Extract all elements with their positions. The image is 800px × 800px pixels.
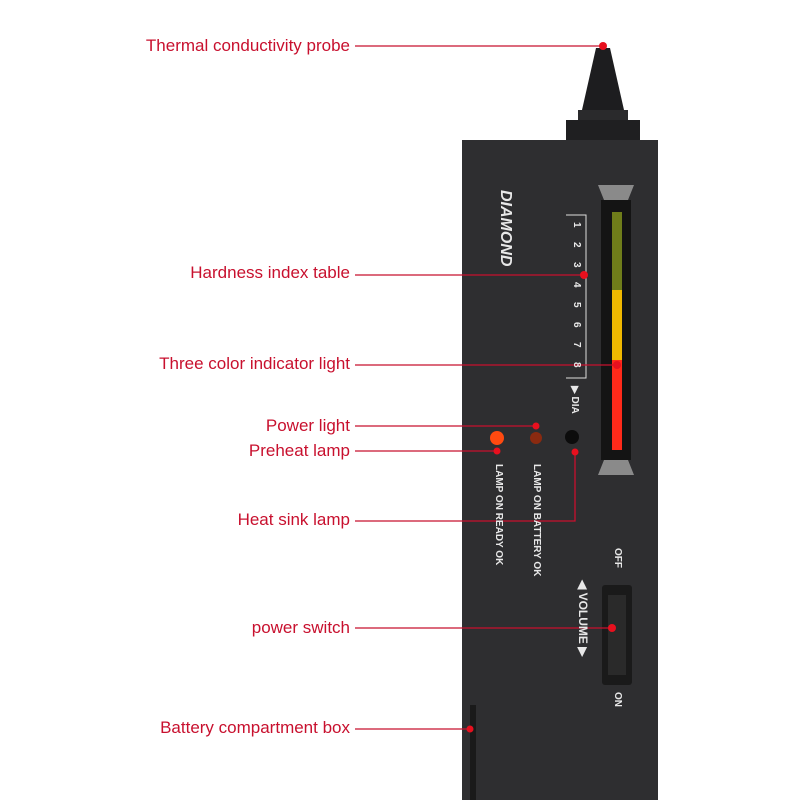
label-battery: Battery compartment box bbox=[160, 718, 350, 737]
label-switch: power switch bbox=[251, 618, 350, 637]
brand-text: DIAMOND bbox=[497, 190, 514, 267]
label-hardness: Hardness index table bbox=[190, 263, 350, 282]
scale-number: 5 bbox=[571, 302, 582, 308]
label-probe: Thermal conductivity probe bbox=[145, 36, 350, 55]
led-yellow bbox=[612, 290, 622, 360]
led-green bbox=[612, 212, 622, 290]
probe-collar bbox=[578, 110, 628, 120]
heat-sink-lamp bbox=[565, 430, 579, 444]
label-indicator: Three color indicator light bbox=[159, 354, 350, 373]
label-preheat: Preheat lamp bbox=[248, 441, 350, 460]
label-power-light: Power light bbox=[265, 416, 350, 435]
volume-label: ◀ VOLUME ▶ bbox=[576, 580, 590, 657]
label-heat-sink: Heat sink lamp bbox=[237, 510, 350, 529]
lamp-battery-label: LAMP ON BATTERY OK bbox=[531, 464, 542, 577]
led-red bbox=[612, 360, 622, 450]
preheat-lamp bbox=[490, 431, 504, 445]
off-label: OFF bbox=[612, 548, 623, 568]
scale-number: 6 bbox=[571, 322, 582, 328]
on-label: ON bbox=[612, 692, 623, 707]
scale-number: 7 bbox=[571, 342, 582, 348]
scale-number: 2 bbox=[571, 242, 582, 248]
probe-tip bbox=[582, 48, 624, 110]
dia-label: ▶ DIA bbox=[569, 386, 580, 414]
scale-number: 3 bbox=[571, 262, 582, 268]
scale-number: 8 bbox=[571, 362, 582, 368]
lamp-ready-label: LAMP ON READY OK bbox=[493, 464, 504, 566]
battery-compartment bbox=[470, 705, 476, 800]
scale-number: 1 bbox=[571, 222, 582, 228]
power-lamp bbox=[530, 432, 542, 444]
scale-number: 4 bbox=[571, 282, 582, 288]
